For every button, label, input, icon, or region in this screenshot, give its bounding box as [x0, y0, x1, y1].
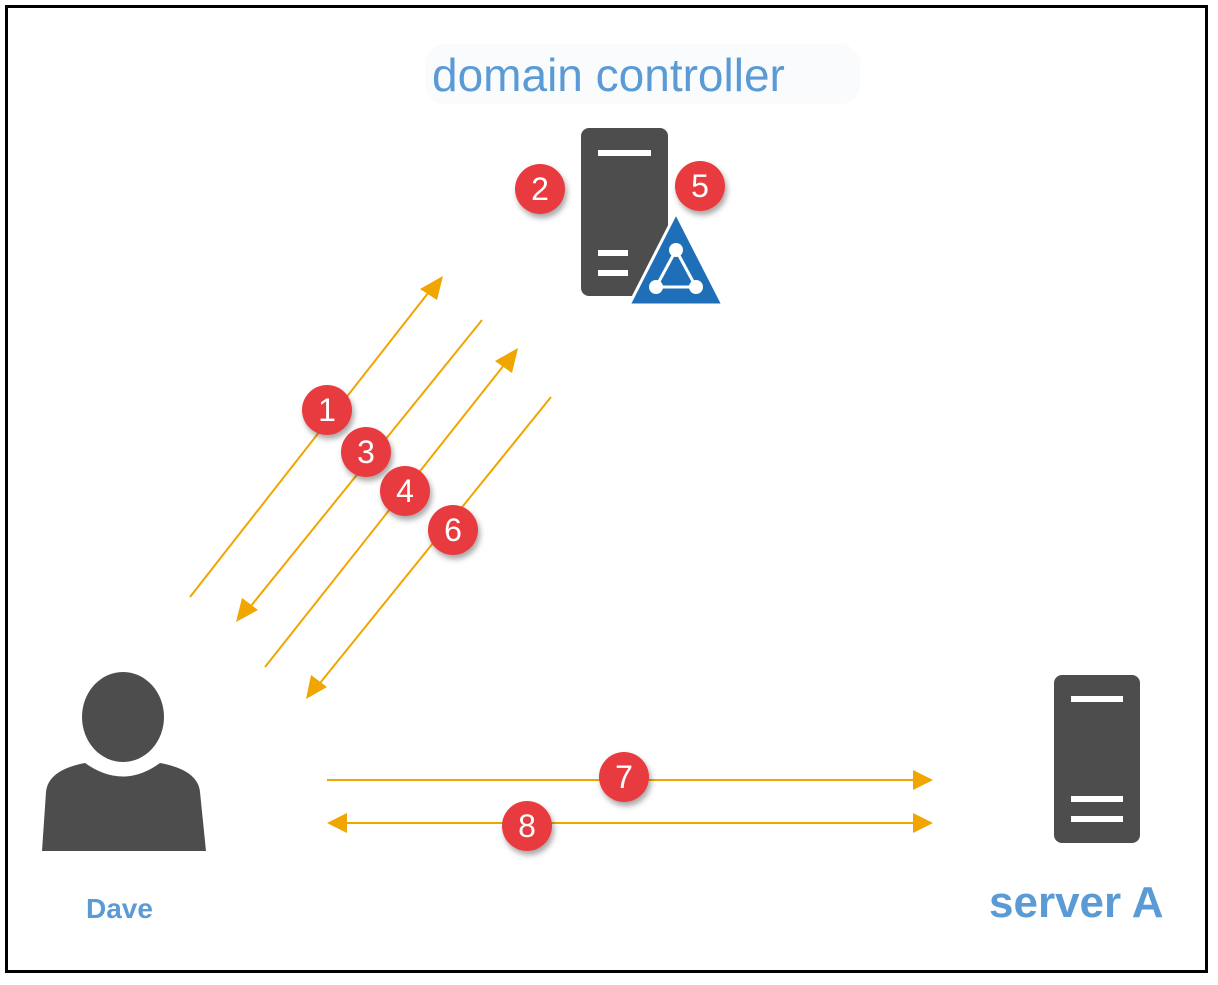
step-number: 6 [444, 512, 462, 548]
arrow-step-6 [306, 396, 552, 699]
step-badge-4: 4 [380, 466, 430, 516]
diagram-frame [5, 5, 1208, 973]
user-icon [42, 672, 206, 851]
step-number: 7 [615, 759, 633, 795]
step-badge-6: 6 [428, 505, 478, 555]
step-badge-3: 3 [341, 427, 391, 477]
title-background [425, 44, 860, 104]
step-badge-2: 2 [515, 164, 565, 214]
active-directory-icon [626, 209, 726, 307]
step-number: 2 [531, 171, 549, 207]
arrow-step-8 [327, 813, 933, 833]
step-badge-7: 7 [599, 752, 649, 802]
server-a-icon [1054, 675, 1140, 843]
step-badge-8: 8 [502, 801, 552, 851]
step-badge-1: 1 [302, 385, 352, 435]
step-number: 3 [357, 434, 375, 470]
domain-controller-server-icon [581, 128, 668, 296]
domain-controller-label: domain controller [432, 49, 785, 101]
arrow-step-1 [189, 276, 443, 598]
step-number: 4 [396, 473, 414, 509]
server-a-label: server A [989, 878, 1164, 927]
step-badge-5: 5 [675, 161, 725, 211]
step-number: 5 [691, 168, 709, 204]
arrow-step-4 [264, 348, 518, 668]
user-label: Dave [86, 893, 153, 924]
step-number: 8 [518, 808, 536, 844]
step-number: 1 [318, 392, 336, 428]
